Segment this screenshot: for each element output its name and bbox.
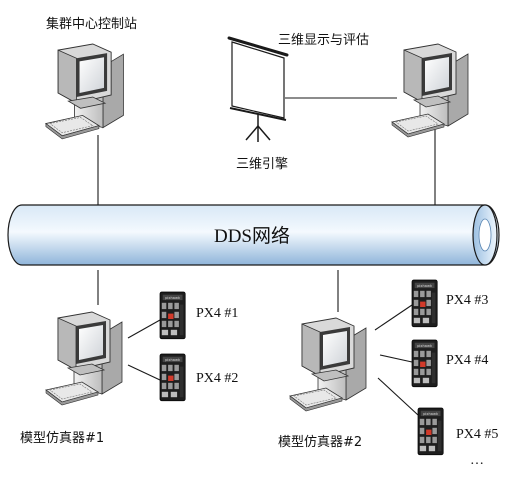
bus-label: DDS网络 — [214, 225, 290, 247]
simulator-1-label: 模型仿真器#1 — [20, 431, 104, 446]
display-computer-icon — [391, 43, 469, 138]
simulator-2-label: 模型仿真器#2 — [278, 435, 362, 450]
px4-board-icon — [411, 339, 438, 388]
simulator-2-computer-icon — [289, 317, 367, 412]
3d-engine-label: 三维引擎 — [236, 157, 288, 172]
link-sim2-px4-4 — [379, 354, 413, 363]
px4-unit-1-label: PX4 #1 — [196, 306, 238, 321]
cluster-control-station-label: 集群中心控制站 — [46, 16, 137, 32]
link-sim2-px4-5 — [377, 377, 419, 416]
link-sim2-px4-3 — [374, 304, 413, 331]
px4-board-icon — [417, 407, 444, 456]
px4-unit-4-label: PX4 #4 — [446, 353, 488, 368]
px4-unit-5-label: PX4 #5 — [456, 427, 498, 442]
px4-board-icon — [159, 353, 186, 402]
simulator-1-computer-icon — [45, 311, 123, 406]
dds-network-bus: DDS网络 — [7, 204, 500, 266]
model-simulator-2: 模型仿真器#2 — [278, 317, 367, 450]
cluster-computer-icon — [45, 43, 124, 140]
connection-lines — [97, 97, 436, 416]
px4-unit-1: PX4 #1 — [159, 291, 238, 340]
px4-unit-3-label: PX4 #3 — [446, 293, 488, 308]
3d-engine: 三维引擎 — [227, 36, 289, 172]
cluster-control-station: 集群中心控制站 — [45, 16, 137, 140]
px4-unit-5: PX4 #5 — [417, 407, 498, 456]
link-sim1-px4-2 — [127, 364, 161, 381]
px4-board-icon — [159, 291, 186, 340]
px4-unit-3: PX4 #3 — [411, 279, 488, 328]
link-sim1-px4-1 — [127, 319, 161, 339]
px4-board-icon — [411, 279, 438, 328]
model-simulator-1: 模型仿真器#1 — [20, 311, 123, 446]
px4-more-ellipsis: … — [470, 453, 484, 468]
px4-unit-4: PX4 #4 — [411, 339, 488, 388]
px4-unit-2: PX4 #2 — [159, 353, 238, 402]
px4-unit-2-label: PX4 #2 — [196, 371, 238, 386]
projector-screen-icon — [227, 36, 289, 142]
display-evaluation-label: 三维显示与评估 — [278, 33, 369, 48]
display-evaluation-station: 三维显示与评估 — [278, 33, 469, 138]
